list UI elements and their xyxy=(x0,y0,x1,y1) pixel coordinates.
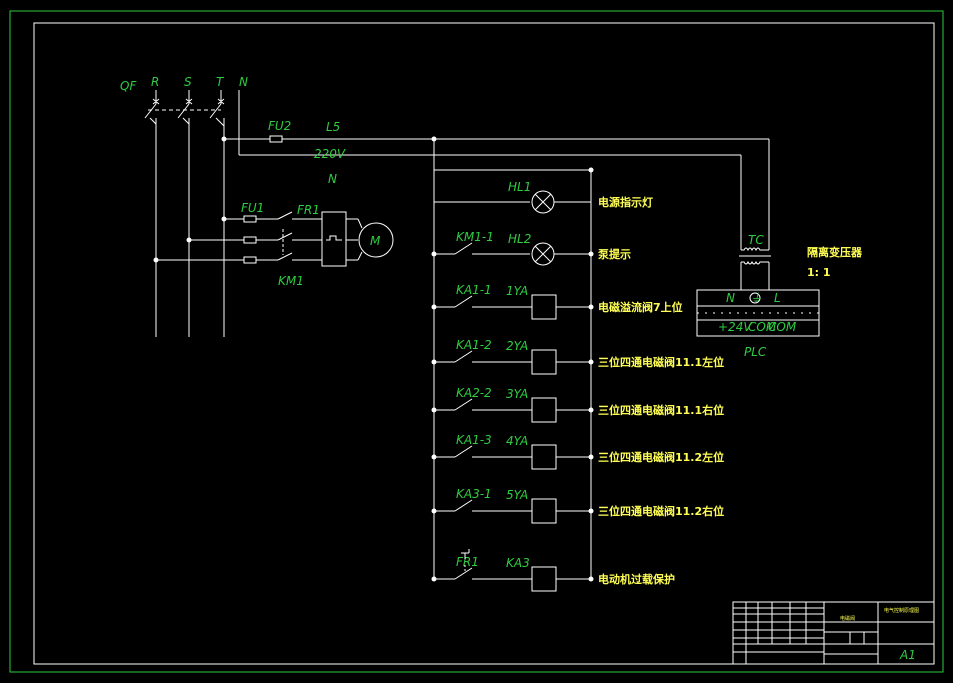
contact-symbol xyxy=(454,350,473,363)
rung-description: 三位四通电磁阀11.1右位 xyxy=(598,403,724,417)
qf-label: QF xyxy=(120,79,137,93)
s-label: S xyxy=(184,75,192,89)
motor-symbol xyxy=(358,222,394,258)
rung-description: 三位四通电磁阀11.1左位 xyxy=(598,355,724,369)
coil-symbol xyxy=(531,566,557,592)
ladder-rung: KA2-2 3YA 三位四通电磁阀11.1右位 xyxy=(431,386,724,423)
plc-label: PLC xyxy=(744,345,767,359)
tc-label: TC xyxy=(748,233,764,247)
rail-junction xyxy=(588,508,594,514)
l5-label: L5 xyxy=(326,120,340,134)
rail-junction xyxy=(588,304,594,310)
thermal-symbol xyxy=(461,549,470,559)
coil-label: 4YA xyxy=(506,434,528,448)
rail-junction xyxy=(588,359,594,365)
rung-description: 电源指示灯 xyxy=(598,195,653,209)
neutral-label: N xyxy=(328,172,337,186)
rail-junction xyxy=(588,454,594,460)
rail-junction xyxy=(588,576,594,582)
lamp-cross xyxy=(534,193,552,211)
plc-module: N ⏚ L +24V COM COM PLC xyxy=(696,289,820,359)
km1-label: KM1 xyxy=(278,274,304,288)
coil-symbol xyxy=(531,294,557,320)
motor-label: M xyxy=(370,234,381,248)
coil-label: 5YA xyxy=(506,488,528,502)
coil-label: HL1 xyxy=(508,180,531,194)
coil-symbol xyxy=(531,444,557,470)
control-supply: FU2 L5 220V N xyxy=(221,119,770,250)
n-label: N xyxy=(239,75,248,89)
rung-description: 电磁溢流阀7上位 xyxy=(598,300,683,314)
rung-description: 三位四通电磁阀11.2左位 xyxy=(598,450,724,464)
transformer-ratio: 1: 1 xyxy=(807,266,831,279)
contact-symbol xyxy=(454,242,473,255)
contact-symbol xyxy=(454,295,473,308)
fr1-label: FR1 xyxy=(297,203,320,217)
rung-description: 电动机过载保护 xyxy=(598,572,675,586)
ladder-rungs: HL1 电源指示灯 KM1-1 HL2 泵提示 KA1-1 1YA 电磁溢流阀7上位 KA1-2… xyxy=(431,180,724,592)
rung-description: 三位四通电磁阀11.2右位 xyxy=(598,504,724,518)
ladder-rung: KA3-1 5YA 三位四通电磁阀11.2右位 xyxy=(431,487,724,524)
contact-symbol xyxy=(454,445,473,458)
plc-terminal-24v: +24V xyxy=(718,320,752,334)
fr1-relay xyxy=(321,211,347,267)
plc-terminal-l: L xyxy=(774,291,781,305)
contact-symbol xyxy=(454,499,473,512)
supply-lines: QF R S T N xyxy=(120,75,741,337)
coil-label: 1YA xyxy=(506,284,528,298)
drawing-title: 电气控制原理图 xyxy=(884,607,919,614)
contact-label: KA2-2 xyxy=(456,386,492,400)
contact-symbol xyxy=(454,398,473,411)
coil-label: 2YA xyxy=(506,339,528,353)
plc-terminal-ground: ⏚ xyxy=(750,291,762,305)
r-label: R xyxy=(151,75,159,89)
plc-terminal-com2: COM xyxy=(768,320,797,334)
t-label: T xyxy=(216,75,225,89)
ladder-rung: FR1 KA3 电动机过载保护 xyxy=(431,549,675,592)
isolation-transformer: TC 隔离变压器 1: 1 xyxy=(739,233,863,290)
transformer-name: 隔离变压器 xyxy=(807,245,863,259)
coil-label: KA3 xyxy=(506,556,530,570)
plc-terminal-n: N xyxy=(726,291,735,305)
fu2-label: FU2 xyxy=(268,119,291,133)
outer-frame xyxy=(9,10,944,673)
contact-label: KA1-3 xyxy=(456,433,492,447)
coil-symbol xyxy=(531,349,557,375)
rail-junction xyxy=(588,251,594,257)
part-name: 电磁阀 xyxy=(840,615,855,622)
plc-terminal-com1: COM xyxy=(748,320,777,334)
voltage-label: 220V xyxy=(314,147,346,161)
contact-symbol xyxy=(454,567,473,580)
contact-label: KA3-1 xyxy=(456,487,492,501)
coil-symbol xyxy=(531,397,557,423)
fu1-label: FU1 xyxy=(241,201,264,215)
ladder-rung: KA1-2 2YA 三位四通电磁阀11.1左位 xyxy=(431,338,724,375)
contact-label: KA1-1 xyxy=(456,283,492,297)
ladder-rung: KA1-3 4YA 三位四通电磁阀11.2左位 xyxy=(431,433,724,470)
fu2-fuse xyxy=(269,135,283,143)
contact-label: FR1 xyxy=(456,555,479,569)
coil-symbol xyxy=(531,498,557,524)
contact-label: KM1-1 xyxy=(456,230,494,244)
sheet-size: A1 xyxy=(899,648,916,662)
lamp-cross xyxy=(534,245,552,263)
inner-frame xyxy=(33,22,935,665)
coil-label: 3YA xyxy=(506,387,528,401)
contact-label: KA1-2 xyxy=(456,338,492,352)
ladder-rung: HL1 电源指示灯 xyxy=(434,180,653,214)
ladder-rung: KM1-1 HL2 泵提示 xyxy=(431,230,631,266)
title-block: 电磁阀 电气控制原理图 A1 xyxy=(732,601,935,665)
rail-junction xyxy=(588,407,594,413)
ladder-rung: KA1-1 1YA 电磁溢流阀7上位 xyxy=(431,283,683,320)
motor-circuit: M FU1 FR1 KM1 xyxy=(153,201,394,288)
rung-description: 泵提示 xyxy=(598,247,631,261)
coil-label: HL2 xyxy=(508,232,531,246)
